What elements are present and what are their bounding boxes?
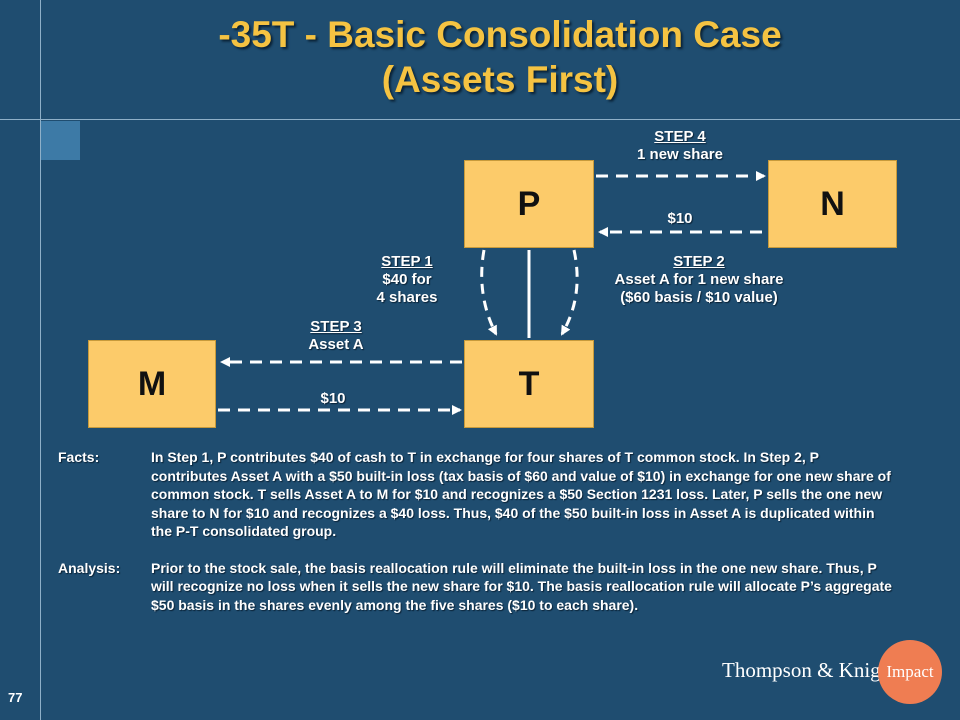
entity-box-m: M (88, 340, 216, 428)
vertical-rule (40, 0, 41, 720)
title-line-2: (Assets First) (381, 59, 619, 100)
facts-label: Facts: (58, 449, 100, 465)
horizontal-rule (0, 119, 960, 120)
title-line-1: -35T - Basic Consolidation Case (218, 14, 782, 55)
slide-title: -35T - Basic Consolidation Case (Assets … (40, 12, 960, 102)
entity-box-n: N (768, 160, 897, 248)
entity-box-p: P (464, 160, 594, 248)
step1-label: STEP 1 $40 for 4 shares (358, 253, 456, 307)
firm-logo-text: Thompson & Knight (722, 658, 898, 682)
arrow-step2-p-to-t (560, 249, 579, 336)
step3-line1: Asset A (308, 336, 364, 353)
facts-text: In Step 1, P contributes $40 of cash to … (151, 449, 891, 539)
impact-logo-badge: Impact (878, 640, 942, 704)
n-to-p-amount: $10 (667, 210, 693, 227)
step2-title: STEP 2 (673, 253, 725, 270)
step2-line1: Asset A for 1 new share (614, 271, 784, 288)
step3-title: STEP 3 (310, 318, 362, 335)
facts-row: Facts: In Step 1, P contributes $40 of c… (58, 448, 898, 541)
step1-line2: 4 shares (376, 289, 438, 306)
analysis-text: Prior to the stock sale, the basis reall… (151, 559, 892, 613)
step4-line1: 1 new share (637, 146, 723, 163)
arrow-step1-p-to-t (480, 249, 498, 336)
analysis-label: Analysis: (58, 559, 121, 576)
step3-label: STEP 3 Asset A (290, 318, 382, 354)
step4-label: STEP 4 1 new share (600, 128, 760, 164)
facts-analysis-section: Facts: In Step 1, P contributes $40 of c… (58, 448, 898, 614)
step1-line1: $40 for (382, 271, 432, 288)
step4-title: STEP 4 (654, 128, 706, 145)
step1-title: STEP 1 (381, 253, 433, 270)
page-number: 77 (8, 690, 23, 705)
entity-box-t: T (464, 340, 594, 428)
analysis-row: Analysis: Prior to the stock sale, the b… (58, 559, 898, 615)
accent-square (41, 121, 80, 160)
step2-line2: ($60 basis / $10 value) (620, 289, 778, 306)
m-to-t-amount: $10 (320, 390, 346, 407)
step2-label: STEP 2 Asset A for 1 new share ($60 basi… (588, 253, 810, 307)
